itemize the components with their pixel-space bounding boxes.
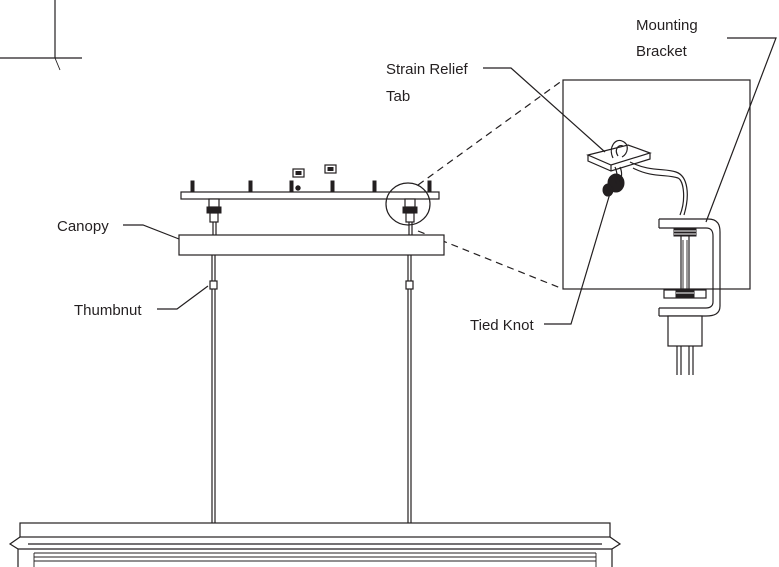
detail-callout-circle — [385, 182, 431, 226]
strain-relief-tab — [586, 139, 652, 172]
label-bracket: Bracket — [636, 43, 688, 60]
label-canopy: Canopy — [57, 218, 109, 235]
hanger-fitting-right — [402, 198, 418, 235]
wire-detail — [629, 161, 688, 216]
leader-lines — [123, 37, 777, 325]
detail-callout-lines — [417, 79, 564, 290]
detail-box — [562, 79, 751, 290]
label-mounting: Mounting — [636, 17, 698, 34]
suspension-cable-right — [405, 255, 414, 523]
mounting-plate — [180, 164, 440, 200]
label-tab: Tab — [386, 88, 410, 105]
label-thumbnut: Thumbnut — [74, 302, 142, 319]
fixture-body — [8, 522, 622, 567]
canopy — [178, 234, 445, 256]
corner-mark — [0, 0, 82, 71]
suspension-cable-left — [209, 255, 218, 523]
hanger-fitting-left — [206, 198, 222, 235]
label-tied-knot: Tied Knot — [470, 317, 534, 334]
thumbnut-right — [405, 280, 414, 290]
mounting-bracket — [658, 218, 721, 375]
tied-knot — [602, 166, 625, 197]
thumbnut-left — [209, 280, 218, 290]
label-strain-relief: Strain Relief — [386, 61, 469, 78]
